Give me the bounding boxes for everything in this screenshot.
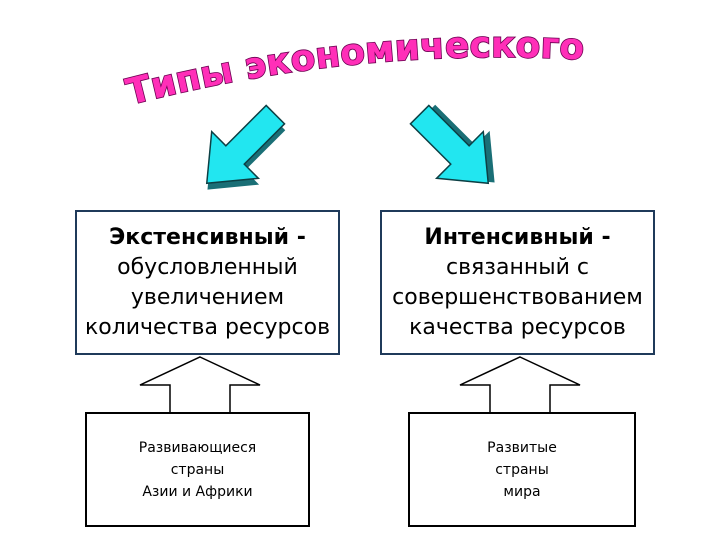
intensive-type-content: Интенсивный - связанный с совершенствова… — [392, 223, 643, 343]
developing-line-3: Азии и Африки — [142, 483, 253, 500]
arrow-down-left-icon — [205, 104, 286, 190]
extensive-type-content: Экстенсивный - обусловленный увеличением… — [85, 223, 330, 343]
extensive-line-3: количества ресурсов — [84, 314, 331, 340]
intensive-line-2: совершенствованием — [392, 284, 643, 310]
developing-countries-content: Развивающиеся страны Азии и Африки — [139, 437, 256, 503]
arrow-down-right-icon — [409, 104, 495, 185]
intensive-line-1: связанный с — [445, 254, 589, 280]
developed-line-3: мира — [503, 483, 541, 500]
arrow-up-right-icon — [459, 356, 581, 414]
developed-line-1: Развитые — [487, 439, 557, 456]
extensive-line-1: обусловленный — [117, 254, 298, 280]
developing-countries-box: Развивающиеся страны Азии и Африки — [85, 412, 310, 527]
title-path-text: Типы экономического роста — [106, 0, 599, 114]
developed-line-2: страны — [495, 461, 549, 478]
developed-countries-box: Развитые страны мира — [408, 412, 636, 527]
intensive-heading: Интенсивный - — [424, 224, 611, 250]
developing-line-1: Развивающиеся — [138, 439, 257, 456]
extensive-type-box: Экстенсивный - обусловленный увеличением… — [75, 210, 340, 355]
developing-line-2: страны — [170, 461, 225, 478]
intensive-type-box: Интенсивный - связанный с совершенствова… — [380, 210, 655, 355]
title-text: Типы экономического роста — [107, 0, 598, 114]
extensive-heading: Экстенсивный - — [109, 224, 306, 250]
intensive-line-3: качества ресурсов — [409, 314, 626, 340]
arrow-up-left-icon — [139, 356, 261, 414]
developed-countries-content: Развитые страны мира — [487, 437, 557, 503]
extensive-line-2: увеличением — [130, 284, 285, 310]
